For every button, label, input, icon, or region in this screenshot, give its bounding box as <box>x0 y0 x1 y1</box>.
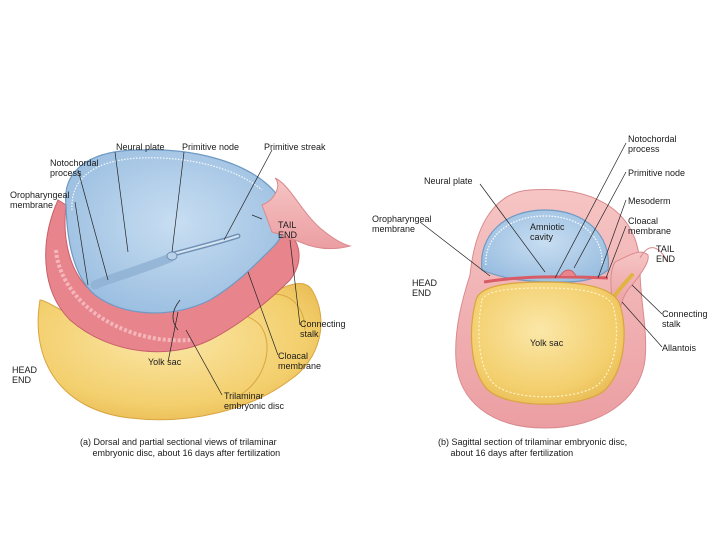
label-head-end-a: HEAD END <box>12 365 38 385</box>
label-amniotic-cavity-b: Amniotic cavity <box>530 222 565 242</box>
caption-a: (a) Dorsal and partial sectional views o… <box>80 437 281 458</box>
label-allantois-b: Allantois <box>662 343 697 353</box>
connecting-stalk-b <box>610 251 649 311</box>
label-primitive-node-a: Primitive node <box>182 142 240 152</box>
caption-b: (b) Sagittal section of trilaminar embry… <box>438 437 628 458</box>
label-notochordal-process-b: Notochordal process <box>628 134 677 154</box>
leader-lines <box>74 142 663 396</box>
label-yolk-sac-a: Yolk sac <box>148 357 182 367</box>
figure-a-drawing <box>37 149 352 421</box>
label-tail-end-a: TAIL END <box>278 220 298 240</box>
label-neural-plate-a: Neural plate <box>116 142 165 152</box>
figure-b-drawing <box>455 188 669 429</box>
label-connecting-stalk-a: Connecting stalk <box>300 319 346 339</box>
label-primitive-streak-a: Primitive streak <box>264 142 326 152</box>
label-mesoderm-b: Mesoderm <box>628 196 671 206</box>
label-head-end-b: HEAD END <box>412 278 438 298</box>
label-cloacal-membrane-b: Cloacal membrane <box>628 216 672 236</box>
label-trilaminar-disc-a: Trilaminar embryonic disc <box>224 391 285 411</box>
label-tail-end-b: TAIL END <box>656 244 676 264</box>
label-primitive-node-b: Primitive node <box>628 168 686 178</box>
label-oropharyngeal-membrane-a: Oropharyngeal membrane <box>10 190 70 210</box>
mesoderm-b <box>483 275 609 284</box>
label-oropharyngeal-membrane-b: Oropharyngeal membrane <box>372 214 432 234</box>
label-neural-plate-b: Neural plate <box>424 176 473 186</box>
connecting-stalk-a <box>261 177 352 250</box>
label-yolk-sac-b: Yolk sac <box>530 338 564 348</box>
primitive-node-a <box>166 251 178 261</box>
label-connecting-stalk-b: Connecting stalk <box>662 309 708 329</box>
yolk-sac-b <box>470 281 625 405</box>
label-cloacal-membrane-a: Cloacal membrane <box>278 351 322 371</box>
notochordal-process-a <box>90 253 175 290</box>
label-notochordal-process-a: Notochordal process <box>50 158 99 178</box>
